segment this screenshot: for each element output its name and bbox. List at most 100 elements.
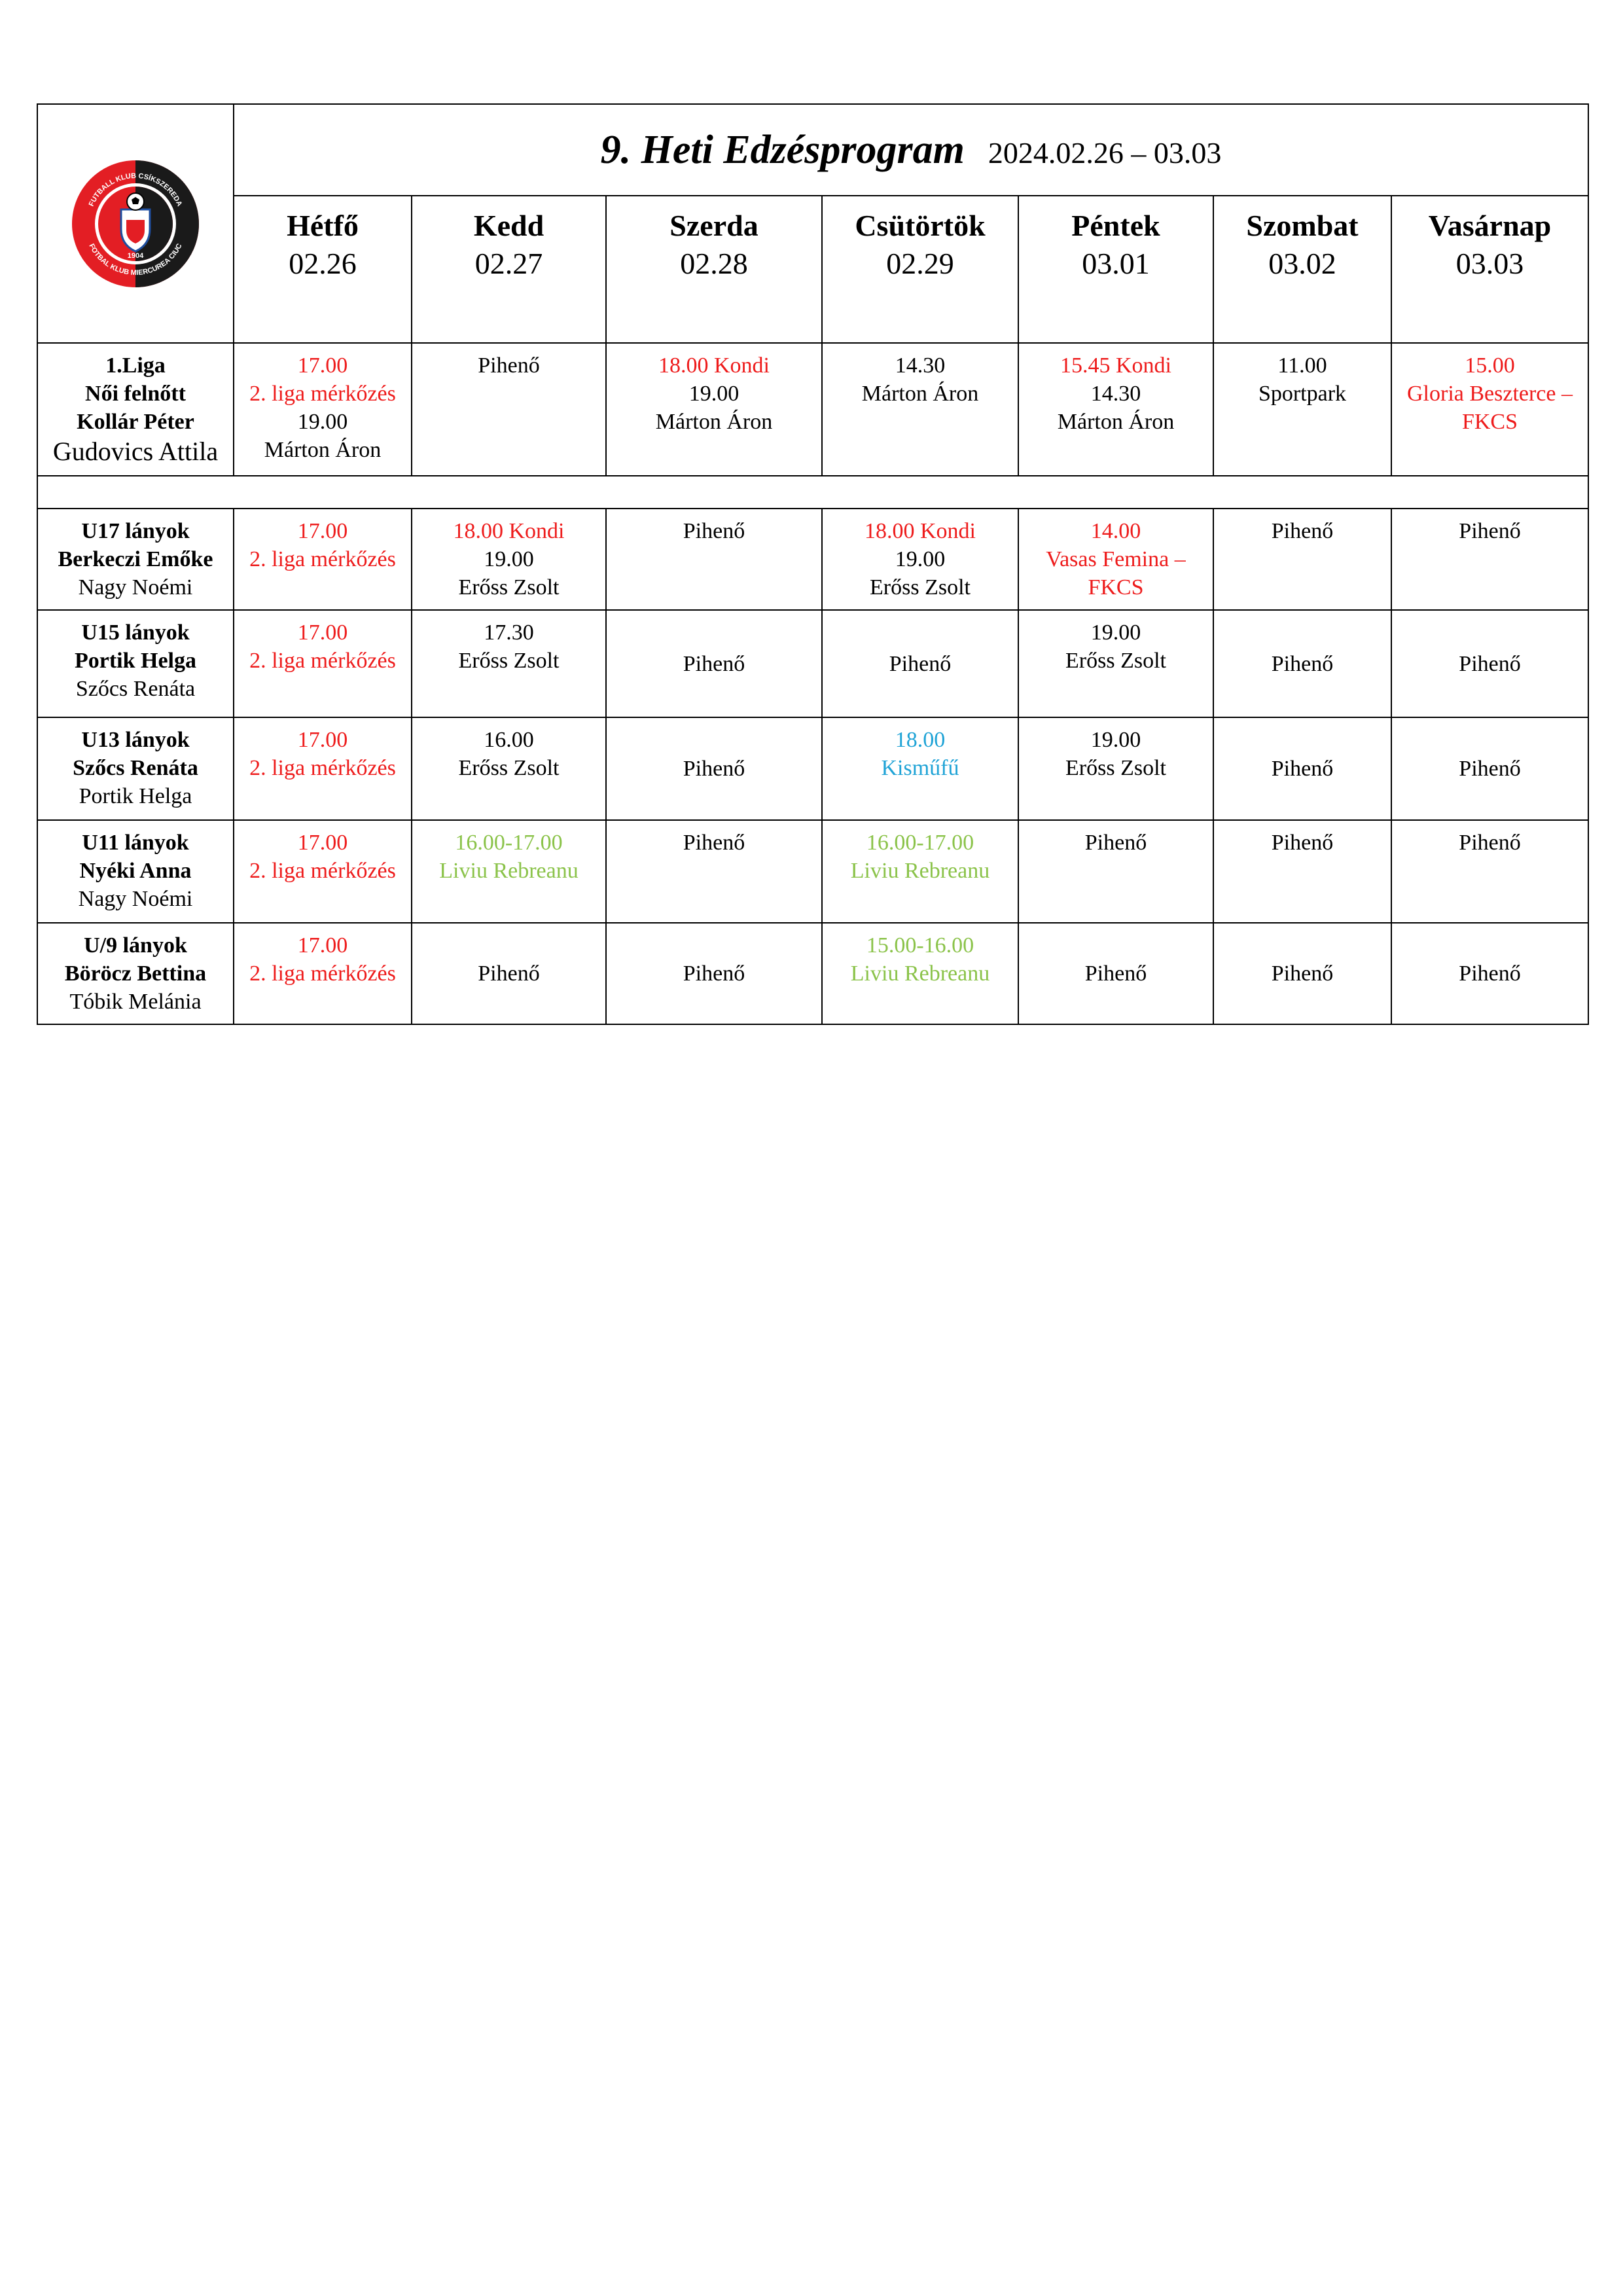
schedule-entry: Erőss Zsolt bbox=[458, 649, 560, 673]
schedule-entry: Liviu Rebreanu bbox=[850, 859, 990, 883]
day-date: 03.02 bbox=[1268, 247, 1336, 280]
schedule-entry: Pihenő bbox=[1271, 757, 1334, 781]
schedule-entry: Gloria Beszterce – bbox=[1407, 382, 1573, 406]
schedule-entry: 19.00 bbox=[688, 382, 740, 406]
schedule-entry: Pihenő bbox=[478, 353, 540, 378]
schedule-entry: 17.30 bbox=[484, 620, 534, 645]
day-header-3: Szerda 02.28 bbox=[605, 195, 823, 344]
day-name: Kedd bbox=[473, 209, 544, 242]
day-date: 03.01 bbox=[1082, 247, 1150, 280]
schedule-entry: Pihenő bbox=[1459, 651, 1521, 676]
schedule-cell: Pihenő bbox=[605, 819, 823, 924]
schedule-cell: Pihenő bbox=[1213, 609, 1392, 718]
schedule-entry: 18.00 Kondi bbox=[658, 353, 770, 378]
schedule-cell: Pihenő bbox=[605, 609, 823, 718]
schedule-entry: Liviu Rebreanu bbox=[439, 859, 579, 883]
schedule-cell: Pihenő bbox=[411, 342, 607, 476]
team-label-line: Portik Helga bbox=[74, 649, 197, 673]
schedule-table: FUTBALL KLUB CSÍKSZEREDA FOTBAL KLUB MIE… bbox=[36, 103, 1590, 1025]
day-date: 03.03 bbox=[1455, 247, 1524, 280]
team-label-line: Szőcs Renáta bbox=[73, 756, 198, 780]
day-name: Hétfő bbox=[287, 209, 359, 242]
day-name: Csütörtök bbox=[855, 209, 986, 242]
schedule-entry: Pihenő bbox=[889, 651, 952, 676]
schedule-entry: Pihenő bbox=[1271, 651, 1334, 676]
schedule-entry: Liviu Rebreanu bbox=[850, 961, 990, 986]
football-patch bbox=[132, 196, 139, 204]
schedule-cell: Pihenő bbox=[1213, 922, 1392, 1025]
schedule-entry: Pihenő bbox=[478, 961, 540, 986]
schedule-cell: Pihenő bbox=[1390, 819, 1590, 924]
spacer-row bbox=[36, 475, 1590, 509]
schedule-entry: 16.00-17.00 bbox=[866, 831, 974, 855]
schedule-cell: Pihenő bbox=[1390, 609, 1590, 718]
team-label-line: U11 lányok bbox=[82, 831, 189, 855]
schedule-entry: Pihenő bbox=[1459, 831, 1521, 855]
day-header-5: Péntek 03.01 bbox=[1018, 195, 1214, 344]
schedule-entry: Kisműfű bbox=[881, 756, 959, 780]
team-label-line: Női felnőtt bbox=[85, 382, 186, 406]
schedule-entry: Pihenő bbox=[1459, 519, 1521, 543]
schedule-cell: Pihenő bbox=[821, 609, 1019, 718]
schedule-entry: Pihenő bbox=[1271, 831, 1334, 855]
schedule-cell: 17.00 2. liga mérkőzés bbox=[233, 508, 412, 611]
schedule-entry: 19.00 bbox=[895, 547, 946, 571]
schedule-entry: 19.00 bbox=[1090, 620, 1141, 645]
schedule-entry: 2. liga mérkőzés bbox=[249, 756, 396, 780]
schedule-entry: 15.45 Kondi bbox=[1060, 353, 1171, 378]
schedule-cell: Pihenő bbox=[1213, 508, 1392, 611]
team-label-line: U17 lányok bbox=[81, 519, 190, 543]
team-label-line: Portik Helga bbox=[79, 784, 192, 808]
schedule-entry: 14.00 bbox=[1090, 519, 1141, 543]
team-label-line: Tóbik Melánia bbox=[69, 990, 202, 1014]
schedule-entry: 16.00 bbox=[484, 728, 534, 752]
schedule-entry: Pihenő bbox=[1459, 961, 1521, 986]
schedule-entry: 2. liga mérkőzés bbox=[249, 547, 396, 571]
title-row: FUTBALL KLUB CSÍKSZEREDA FOTBAL KLUB MIE… bbox=[37, 103, 1590, 344]
day-date: 02.28 bbox=[680, 247, 748, 280]
schedule-entry: Pihenő bbox=[1459, 757, 1521, 781]
schedule-cell: Pihenő bbox=[1213, 717, 1392, 821]
schedule-entry: Pihenő bbox=[683, 831, 745, 855]
schedule-entry: Márton Áron bbox=[655, 410, 773, 434]
schedule-entry: Sportpark bbox=[1258, 382, 1347, 406]
schedule-entry: Pihenő bbox=[1084, 831, 1147, 855]
schedule-cell: Pihenő bbox=[605, 717, 823, 821]
schedule-entry: 19.00 bbox=[1090, 728, 1141, 752]
schedule-entry: Márton Áron bbox=[861, 382, 979, 406]
schedule-entry: 2. liga mérkőzés bbox=[249, 961, 396, 986]
day-name: Péntek bbox=[1071, 209, 1160, 242]
schedule-entry: Pihenő bbox=[1271, 519, 1334, 543]
schedule-entry: 17.00 bbox=[297, 620, 348, 645]
schedule-entry: 17.00 bbox=[297, 519, 348, 543]
schedule-entry: Márton Áron bbox=[1057, 410, 1175, 434]
day-name: Szerda bbox=[669, 209, 758, 242]
schedule-entry: Pihenő bbox=[683, 757, 745, 781]
schedule-entry: FKCS bbox=[1461, 410, 1518, 434]
schedule-entry: 2. liga mérkőzés bbox=[249, 649, 396, 673]
logo-year: 1904 bbox=[128, 252, 144, 260]
team-label-line: U15 lányok bbox=[81, 620, 190, 645]
schedule-entry: 17.00 bbox=[297, 933, 348, 958]
date-range: 2024.02.26 – 03.03 bbox=[988, 135, 1222, 170]
